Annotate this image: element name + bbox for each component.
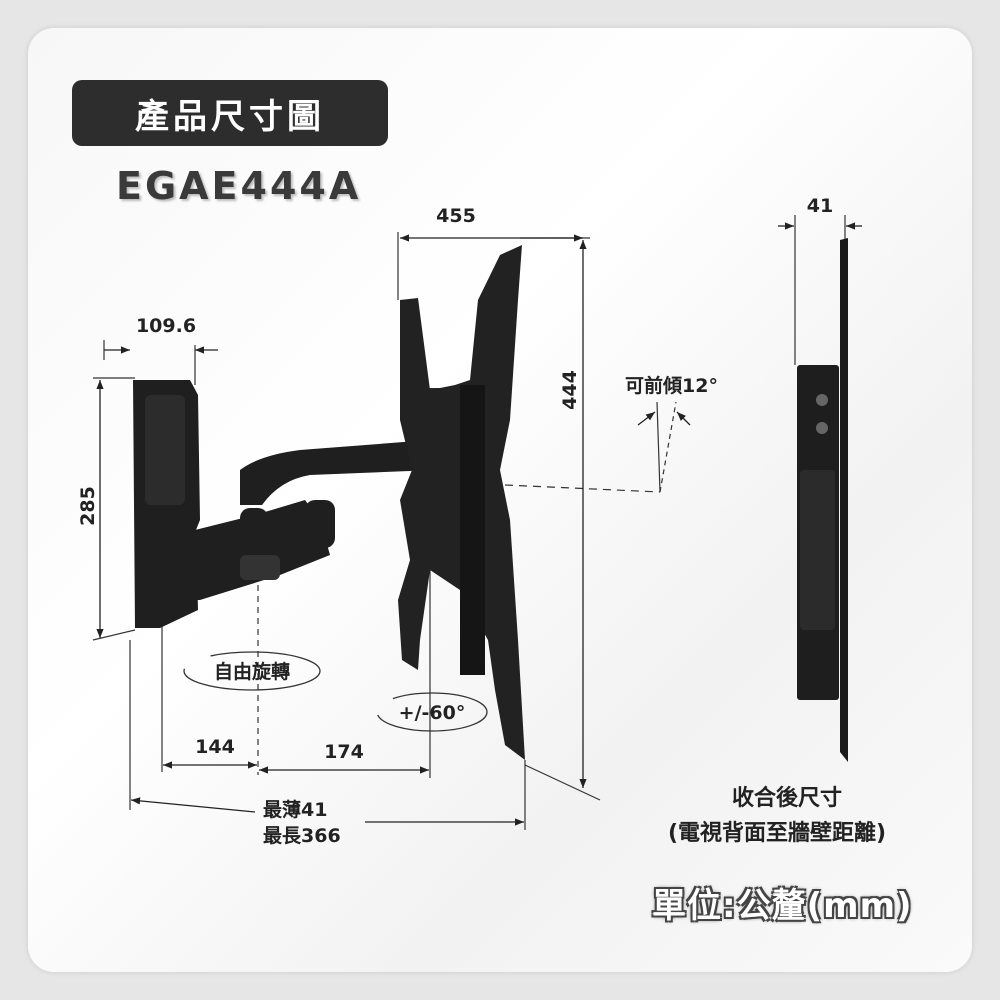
dim-depth <box>130 797 256 813</box>
label-wall-plate-width: 109.6 <box>136 315 196 337</box>
label-folded-depth: 41 <box>807 195 833 217</box>
swivel-arrow-icon <box>183 651 321 691</box>
folded-size-title: 收合後尺寸 <box>732 786 843 811</box>
label-max-depth: 最長366 <box>263 825 341 847</box>
label-min-depth: 最薄41 <box>263 799 327 821</box>
label-plate-width: 455 <box>436 205 476 227</box>
folded-side-view-illustration <box>797 238 848 762</box>
page-title: 產品尺寸圖 <box>72 80 388 146</box>
label-arm-1: 144 <box>195 736 235 758</box>
folded-size-subtitle: (電視背面至牆壁距離) <box>668 821 887 846</box>
label-swivel: 自由旋轉 <box>214 660 290 683</box>
label-rotation: +/-60° <box>399 702 466 724</box>
label-plate-height: 444 <box>559 370 581 410</box>
unit-label: 單位:公釐(mm) <box>652 886 913 926</box>
label-wall-plate-height: 285 <box>77 486 99 526</box>
rotation-arrow-icon <box>376 692 488 732</box>
tv-plate-illustration <box>398 245 525 760</box>
model-number: EGAE444A <box>116 164 362 208</box>
label-arm-2: 174 <box>324 741 364 763</box>
label-tilt: 可前傾12° <box>625 374 718 397</box>
